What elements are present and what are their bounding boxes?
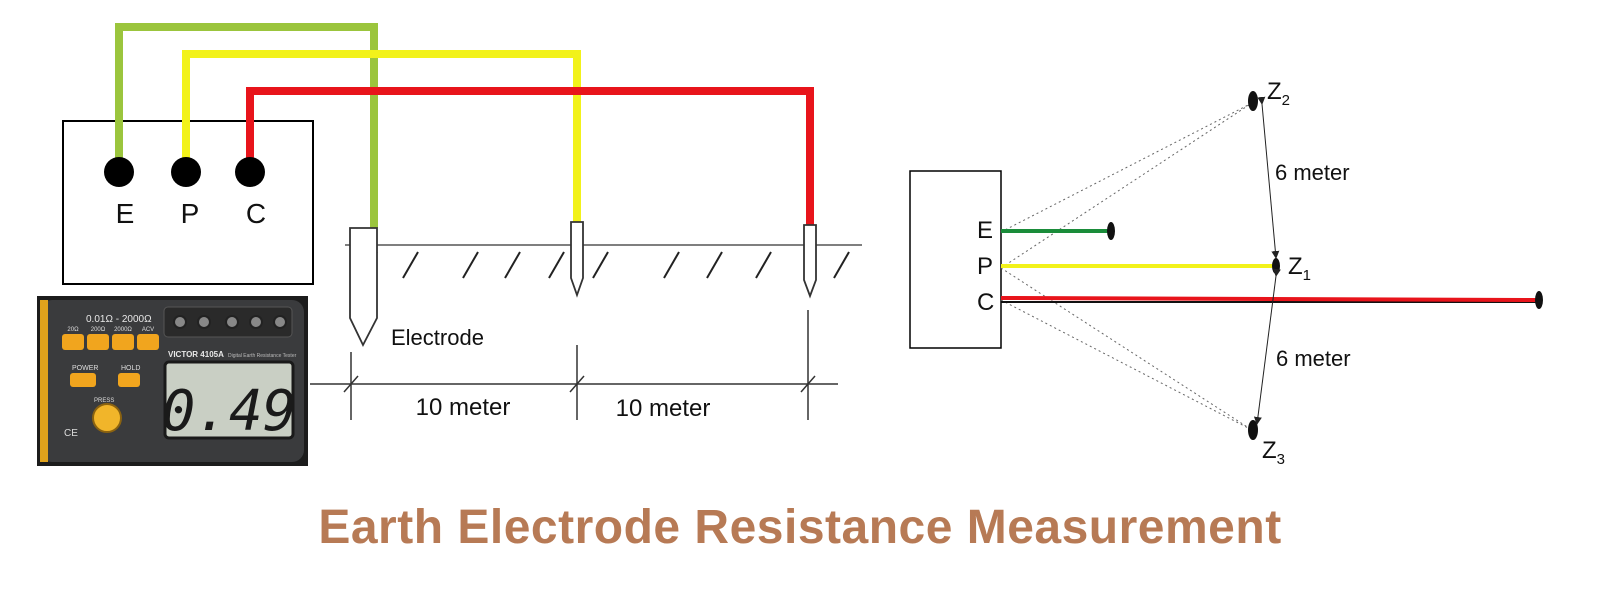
dotted-lines — [1000, 102, 1253, 431]
z2-label: Z2 — [1267, 78, 1290, 109]
earth-wire — [115, 23, 378, 228]
meter-range-buttons: 20Ω 200Ω 2000Ω ACV — [62, 327, 159, 350]
meter-reading: 0.49 — [162, 379, 297, 444]
electrode-potential — [570, 221, 584, 298]
left-diagram: E P C Electrode — [62, 23, 862, 422]
right-current-wire — [1000, 296, 1541, 302]
earth-tester-meter: 0.01Ω - 2000Ω 20Ω 200Ω 2000Ω ACV VICTOR … — [37, 296, 308, 466]
current-wire — [246, 87, 814, 228]
upper-distance-label: 6 meter — [1275, 160, 1350, 185]
z2-marker — [1248, 91, 1258, 111]
meter-hold-label: HOLD — [121, 365, 140, 372]
dimension-lines — [310, 310, 838, 420]
svg-text:ACV: ACV — [142, 327, 154, 333]
terminal-p-dot — [171, 157, 201, 187]
terminal-e-label: E — [116, 198, 135, 229]
z1-label: Z1 — [1288, 253, 1311, 284]
meter-lcd — [163, 360, 295, 440]
distance-label-2: 10 meter — [616, 395, 711, 422]
meter-power-button — [70, 373, 96, 387]
terminal-p-label: P — [181, 198, 200, 229]
right-tester-box — [909, 170, 1002, 349]
potential-wire — [182, 50, 581, 228]
upper-distance-arrow — [1257, 96, 1280, 259]
right-terminal-e: E — [977, 217, 993, 244]
svg-text:200Ω: 200Ω — [91, 327, 106, 333]
z3-label: Z3 — [1262, 437, 1285, 468]
meter-subtitle: Digital Earth Resistance Tester — [228, 353, 297, 359]
meter-range-text: 0.01Ω - 2000Ω — [86, 314, 152, 325]
right-terminal-p: P — [977, 253, 993, 280]
meter-brand: VICTOR 4105A — [168, 350, 224, 359]
distance-label-1: 10 meter — [416, 394, 511, 421]
meter-test-button — [92, 403, 122, 433]
z3-marker — [1248, 420, 1258, 440]
svg-text:2000Ω: 2000Ω — [114, 327, 132, 333]
meter-power-label: POWER — [72, 365, 98, 372]
lower-distance-arrow — [1253, 268, 1281, 425]
meter-hold-button — [118, 373, 140, 387]
right-terminal-c: C — [977, 289, 994, 316]
meter-press-label: PRESS — [94, 398, 114, 404]
svg-text:20Ω: 20Ω — [67, 327, 79, 333]
electrode-current — [803, 224, 817, 299]
terminal-c-label: C — [246, 198, 266, 229]
electrode-earth — [349, 227, 378, 348]
terminal-e-dot — [104, 157, 134, 187]
page-title: Earth Electrode Resistance Measurement — [318, 501, 1282, 554]
lower-distance-label: 6 meter — [1276, 346, 1351, 371]
right-diagram: E P C Z2 Z1 Z3 6 meter 6 meter — [909, 78, 1543, 468]
electrode-label: Electrode — [391, 325, 484, 350]
meter-ce-mark: CE — [64, 428, 78, 439]
ground-hatching — [361, 251, 850, 279]
terminal-c-dot — [235, 157, 265, 187]
